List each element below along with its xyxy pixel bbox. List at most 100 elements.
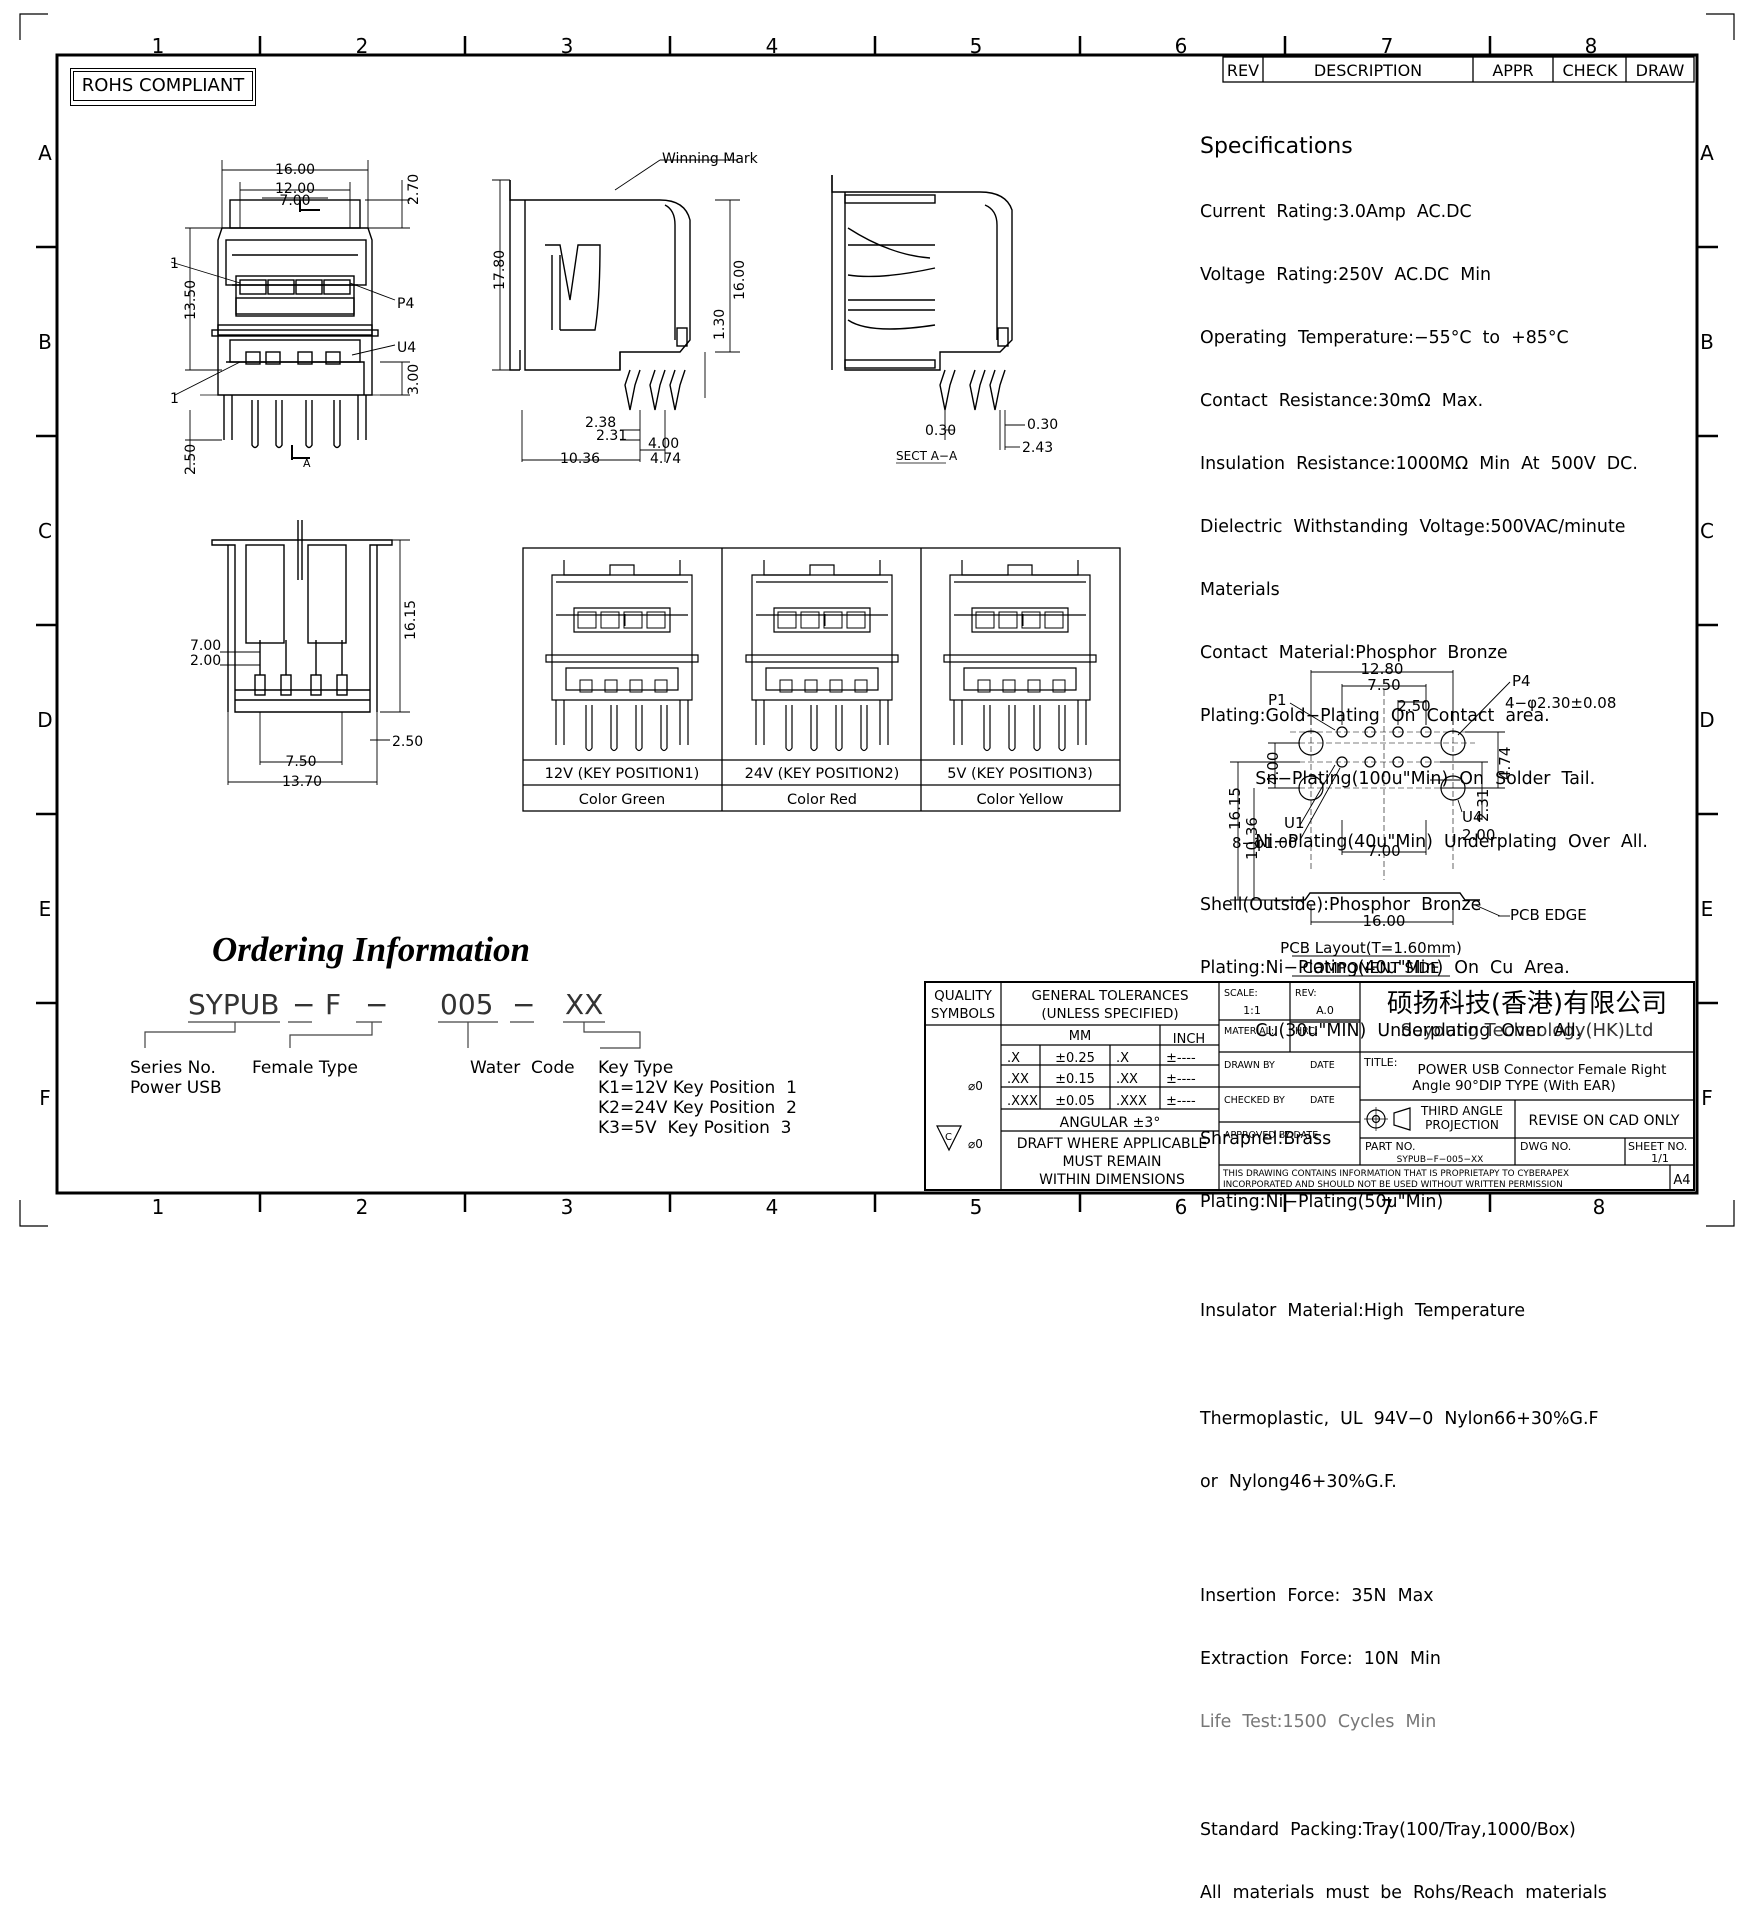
connector-outline xyxy=(618,614,626,626)
dim: 12.00 xyxy=(275,181,315,197)
dim: 4.00 xyxy=(648,436,679,452)
label: U4 xyxy=(1462,808,1483,826)
connector-outline xyxy=(977,679,991,693)
connector-outline xyxy=(1044,611,1064,629)
connector-outline xyxy=(763,560,881,576)
connector-outline xyxy=(565,667,679,691)
pcb-subcaption: COMPONENT SIDE xyxy=(1303,959,1440,977)
connector-outline xyxy=(823,611,843,629)
dim: 2.38 xyxy=(585,415,616,431)
label: 8−φ1.00 xyxy=(1232,834,1297,852)
spec-line: Plating:Gold−Plating On Contact area. xyxy=(1200,706,1550,726)
connector-outline xyxy=(1008,705,1016,752)
sheet-no-label: SHEET NO. xyxy=(1628,1140,1687,1153)
col-label: 6 xyxy=(1175,1195,1188,1219)
general-tolerances: GENERAL TOLERANCES xyxy=(1031,988,1188,1004)
draw-header: DRAW xyxy=(1636,61,1685,80)
description-header: DESCRIPTION xyxy=(1314,61,1422,80)
connector-outline xyxy=(810,705,818,752)
dim: 2.50 xyxy=(183,444,199,475)
dim: 1.30 xyxy=(712,309,728,340)
bottom-view-dims: 16.15 7.00 2.00 2.50 7.50 13.70 xyxy=(190,600,423,790)
connector-outline xyxy=(953,700,963,745)
key-color-label: Color Green xyxy=(579,792,665,808)
connector-outline xyxy=(660,705,668,752)
company-name-en: Soyoung Technology(HK)Ltd xyxy=(1401,1020,1654,1041)
tol-fmt: .XXX xyxy=(1116,1094,1147,1109)
order-code-dash: − xyxy=(512,988,536,1021)
connector-outline xyxy=(1002,679,1016,693)
tol-fmt: .XX xyxy=(1007,1072,1029,1087)
proprietary-note: THIS DRAWING CONTAINS INFORMATION THAT I… xyxy=(1222,1169,1569,1179)
key-position-label: 24V (KEY POSITION2) xyxy=(745,766,900,782)
angular-tolerance: ANGULAR ±3° xyxy=(1060,1115,1161,1131)
connector-outline xyxy=(804,679,818,693)
draft-note: MUST REMAIN xyxy=(1062,1154,1161,1170)
draft-note: WITHIN DIMENSIONS xyxy=(1039,1172,1185,1188)
connector-outline xyxy=(654,679,668,693)
spec-line: Dielectric Withstanding Voltage:500VAC/m… xyxy=(1200,517,1626,537)
row-label: B xyxy=(38,330,52,354)
connector-outline xyxy=(777,611,797,629)
connector-outline xyxy=(800,611,820,629)
drawing-title: Angle 90°DIP TYPE (With EAR) xyxy=(1412,1078,1616,1094)
connector-outline xyxy=(551,574,693,701)
dim: 4.74 xyxy=(650,451,681,467)
spec-line: Extraction Force: 10N Min xyxy=(1200,1649,1441,1669)
connector-outline xyxy=(1052,679,1066,693)
key-position-label: 5V (KEY POSITION3) xyxy=(947,766,1092,782)
water-code-label: Water Code xyxy=(470,1058,575,1078)
connector-outline xyxy=(765,667,879,691)
label: A xyxy=(303,457,311,470)
spec-line: Cu(30u"MIN) Underplating Over All. xyxy=(1200,1021,1582,1041)
winning-mark-label: Winning Mark xyxy=(662,151,759,167)
spec-line: Plating:Ni−Plating(40u"Min) On Cu Area. xyxy=(1200,958,1570,978)
dim: 16.15 xyxy=(1226,787,1244,830)
dim: 16.00 xyxy=(275,162,315,178)
quality-label: QUALITY xyxy=(934,988,992,1004)
connector-outline xyxy=(879,700,889,745)
spec-line: Shrapnel:Brass xyxy=(1200,1129,1332,1149)
connector-outline xyxy=(629,679,643,693)
tol-fmt: .XX xyxy=(1116,1072,1138,1087)
order-code-key: XX xyxy=(565,988,604,1021)
draft-note: DRAFT WHERE APPLICABLE xyxy=(1017,1136,1208,1152)
check-header: CHECK xyxy=(1563,61,1618,80)
row-label: A xyxy=(38,141,52,165)
dim: 16.00 xyxy=(1363,912,1406,930)
col-label: 8 xyxy=(1593,1195,1606,1219)
connector-outline xyxy=(635,705,643,752)
dim: 16.00 xyxy=(732,260,748,300)
spec-line: Materials xyxy=(1200,580,1280,600)
spec-line: Insulator Material:High Temperature xyxy=(1200,1301,1526,1321)
connector-outline xyxy=(773,607,871,633)
connector-outline xyxy=(1021,611,1041,629)
spec-line: Sn−Plating(100u"Min) On Solder Tail. xyxy=(1200,769,1596,789)
section-caption: SECT A−A xyxy=(896,449,958,463)
connector-outline xyxy=(604,679,618,693)
connector-outline xyxy=(600,611,620,629)
appr-header: APPR xyxy=(1492,61,1533,80)
row-label: A xyxy=(1700,141,1714,165)
row-label: F xyxy=(1701,1086,1713,1110)
connector-outline xyxy=(975,611,995,629)
type-label: Female Type xyxy=(252,1058,358,1078)
col-label: 2 xyxy=(356,34,369,58)
ordering-leaders xyxy=(144,1021,641,1049)
side-view-dims: Winning Mark 17.80 16.00 1.30 2.38 2.31 … xyxy=(492,151,759,467)
tol-fmt: .X xyxy=(1007,1051,1020,1066)
order-code-type: F xyxy=(325,988,342,1021)
dim: 3.00 xyxy=(406,364,422,395)
dwg-no-label: DWG NO. xyxy=(1520,1140,1571,1153)
dim: 7.50 xyxy=(1367,676,1400,694)
connector-outline xyxy=(785,705,793,752)
spec-line: Voltage Rating:250V AC.DC Min xyxy=(1200,265,1492,285)
spec-line: Ni−Plating(40u"Min) Underplating Over Al… xyxy=(1200,832,1648,852)
connector-outline xyxy=(818,614,826,626)
tol-fmt: .XXX xyxy=(1007,1094,1038,1109)
col-label: 1 xyxy=(152,1195,165,1219)
dim: 7.00 xyxy=(190,638,221,654)
col-label: 5 xyxy=(970,34,983,58)
dim: 2.31 xyxy=(596,428,627,444)
connector-outline xyxy=(983,705,991,752)
